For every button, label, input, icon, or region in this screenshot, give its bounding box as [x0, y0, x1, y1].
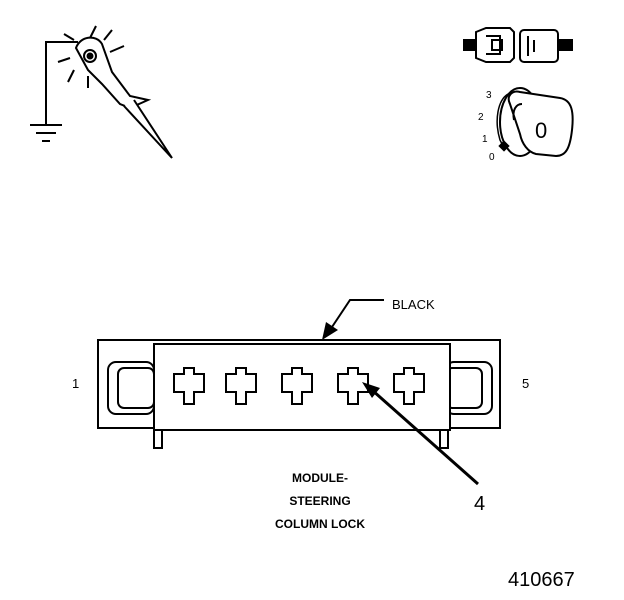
fuse-icon: [463, 27, 573, 63]
key-position-2: 2: [478, 112, 484, 123]
connector-color-label: BLACK: [392, 297, 435, 312]
pin-last-label: 5: [522, 376, 529, 391]
callout-number: 4: [474, 493, 485, 515]
key-position-0: 0: [489, 152, 495, 163]
key-position-1: 1: [482, 134, 488, 145]
cavity-1: [173, 367, 205, 405]
test-probe-icon: [30, 25, 173, 159]
callout-leader: [362, 382, 479, 486]
connector-name-line-3: COLUMN LOCK: [275, 517, 365, 531]
pin-first-label: 1: [72, 376, 79, 391]
connector-name-line-1: MODULE-: [292, 471, 348, 485]
ground-symbol-icon: [30, 124, 62, 142]
terminal-cavities: [173, 367, 425, 405]
connector-name-line-2: STEERING: [289, 494, 350, 508]
key-position-3: 3: [486, 90, 492, 101]
cavity-4: [337, 367, 369, 405]
cavity-2: [225, 367, 257, 405]
cavity-3: [281, 367, 313, 405]
key-text: 0: [535, 118, 547, 143]
ignition-key-icon: 3 2 1 0 0: [478, 87, 574, 163]
figure-number: 410667: [508, 569, 575, 591]
color-leader: [322, 299, 384, 340]
cavity-5: [393, 367, 425, 405]
